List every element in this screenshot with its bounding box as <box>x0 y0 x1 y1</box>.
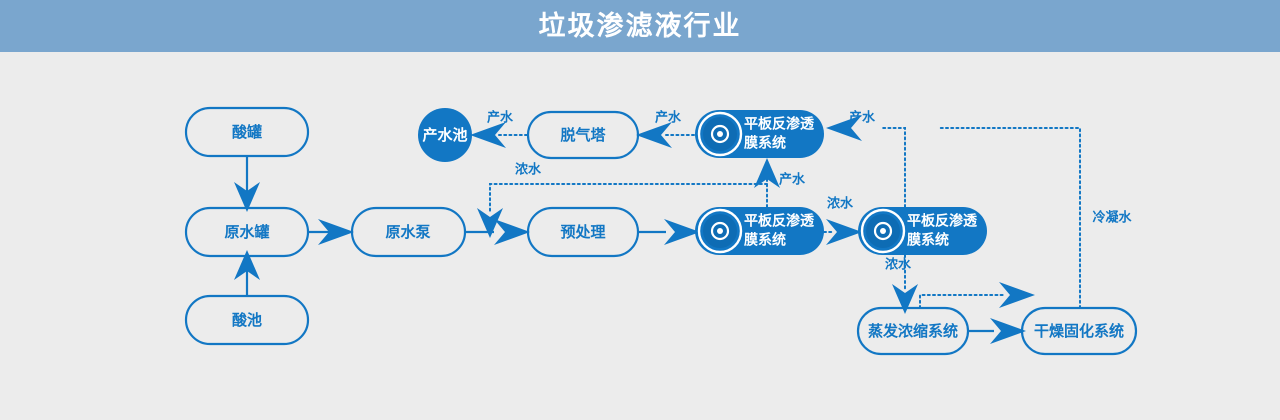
flow-pretreatment-to-ro2 <box>638 219 700 245</box>
flow-evap-to-drying-dotted <box>919 282 1035 309</box>
flow-drying-condensate-to-ro1 <box>939 127 1081 309</box>
node-acid-tank-label: 酸罐 <box>232 123 262 141</box>
node-acid-pool-label: 酸池 <box>232 311 262 329</box>
node-ro-membrane-2[interactable]: 平板反渗透 膜系统 <box>695 207 824 255</box>
node-ro-membrane-2-label-line1: 平板反渗透 <box>744 213 815 229</box>
ro-membrane-disc-icon <box>860 208 906 254</box>
node-pretreatment[interactable]: 预处理 <box>526 206 640 258</box>
node-ro-membrane-2-label-line2: 膜系统 <box>744 232 786 248</box>
flow-ro3-concentrate-to-evap <box>892 254 918 314</box>
node-degas-tower[interactable]: 脱气塔 <box>526 110 640 160</box>
node-ro-membrane-1-label-line2: 膜系统 <box>744 135 786 151</box>
node-raw-water-tank[interactable]: 原水罐 <box>184 206 310 258</box>
node-evaporation-system[interactable]: 蒸发浓缩系统 <box>856 306 970 356</box>
node-evaporation-system-label: 蒸发浓缩系统 <box>868 322 958 340</box>
node-ro-membrane-1-label-line1: 平板反渗透 <box>744 116 815 132</box>
page-header: 垃圾渗滤液行业 <box>0 0 1280 52</box>
label-product-water-ro2-ro1: 产水 <box>849 109 876 124</box>
node-ro-membrane-3-label-line2: 膜系统 <box>907 232 949 248</box>
label-product-water-ro2-up: 产水 <box>779 171 806 186</box>
node-degas-tower-label: 脱气塔 <box>560 126 606 144</box>
flow-acid-tank-to-raw-tank <box>234 156 260 212</box>
label-product-water-to-pool: 产水 <box>487 109 514 124</box>
node-acid-pool[interactable]: 酸池 <box>184 294 310 346</box>
node-raw-water-tank-label: 原水罐 <box>224 223 269 241</box>
flow-evaporation-to-drying <box>968 318 1026 344</box>
node-ro-membrane-3-label-line1: 平板反渗透 <box>907 213 978 229</box>
page-title: 垃圾渗滤液行业 <box>538 10 742 41</box>
ro-membrane-disc-icon <box>697 111 743 157</box>
flow-pump-to-pretreatment <box>465 219 530 245</box>
flow-diagram-canvas: 产水 产水 产水 浓水 产水 浓水 浓水 冷凝水 酸罐 原水罐 酸池 <box>0 52 1280 420</box>
flow-degas-to-product-pool <box>470 122 528 148</box>
process-flow-svg: 产水 产水 产水 浓水 产水 浓水 浓水 冷凝水 酸罐 原水罐 酸池 <box>184 106 1138 356</box>
node-raw-water-pump[interactable]: 原水泵 <box>350 206 467 258</box>
label-concentrate-ro2-ro3: 浓水 <box>827 195 854 210</box>
node-raw-water-pump-label: 原水泵 <box>385 223 430 241</box>
flow-ro3-product-to-ro1 <box>826 115 906 208</box>
node-product-water-pool[interactable]: 产水池 <box>418 108 472 162</box>
node-ro-membrane-1[interactable]: 平板反渗透 膜系统 <box>695 110 824 158</box>
label-concentrate-ro1: 浓水 <box>515 161 542 176</box>
ro-membrane-disc-icon <box>697 208 743 254</box>
flow-acid-pool-to-raw-tank <box>234 250 260 296</box>
label-concentrate-ro3-evap: 浓水 <box>885 256 912 271</box>
flow-ro2-product-to-ro1 <box>754 158 780 208</box>
node-drying-system[interactable]: 干燥固化系统 <box>1020 306 1138 356</box>
flow-ro2-concentrate-to-ro3 <box>823 219 862 245</box>
flow-ro1-concentrate-to-pretreat <box>477 183 768 238</box>
node-drying-system-label: 干燥固化系统 <box>1034 322 1124 340</box>
label-product-water-to-degas: 产水 <box>655 109 682 124</box>
node-acid-tank[interactable]: 酸罐 <box>184 106 310 158</box>
flow-raw-tank-to-pump <box>308 219 354 245</box>
node-pretreatment-label: 预处理 <box>560 223 605 241</box>
node-product-water-pool-label: 产水池 <box>422 126 467 144</box>
flow-ro1-product-to-degas <box>636 122 695 148</box>
node-ro-membrane-3[interactable]: 平板反渗透 膜系统 <box>858 207 987 255</box>
label-condensate: 冷凝水 <box>1092 209 1132 224</box>
